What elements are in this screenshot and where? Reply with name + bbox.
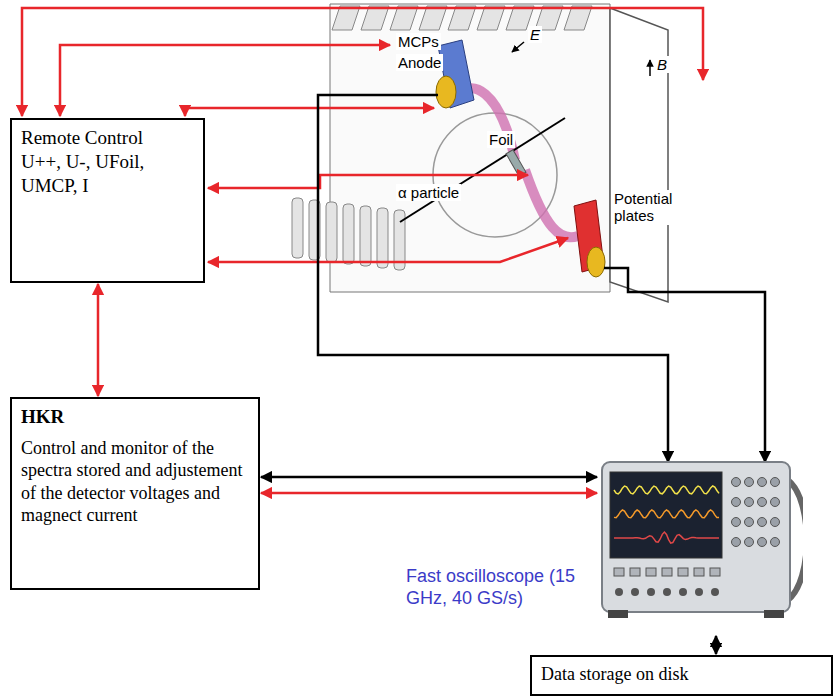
part-label: Foil	[487, 131, 515, 148]
side-fins-part	[343, 204, 354, 264]
detector-housing	[330, 4, 610, 292]
part-label: Anode	[396, 54, 443, 71]
potential-plate	[610, 8, 668, 302]
oscilloscope-illustration-part	[695, 588, 703, 596]
oscilloscope-illustration-part	[745, 518, 754, 527]
oscilloscope-illustration-part	[614, 510, 719, 518]
top-fins-part	[332, 6, 360, 30]
field-arrow	[649, 60, 651, 76]
oscilloscope-illustration-part	[602, 462, 790, 612]
oscilloscope-illustration-part	[647, 588, 655, 596]
top-fins-part	[361, 6, 389, 30]
oscilloscope-illustration-part	[646, 568, 656, 576]
top-fins-part	[390, 6, 418, 30]
oscilloscope-illustration-part	[608, 610, 628, 618]
top-fins-part	[477, 6, 505, 30]
oscilloscope-illustration-part	[663, 588, 671, 596]
oscilloscope-illustration-part	[745, 498, 754, 507]
box-heading: HKR	[21, 405, 249, 429]
oscilloscope-illustration-part	[679, 588, 687, 596]
oscilloscope-illustration-part	[711, 588, 719, 596]
oscilloscope-illustration-part	[771, 518, 780, 527]
oscilloscope-illustration-part	[771, 498, 780, 507]
oscilloscope-illustration-part	[678, 568, 688, 576]
control-wire	[22, 8, 703, 116]
oscilloscope-illustration-part	[614, 568, 624, 576]
connector-arrow	[715, 636, 718, 654]
field-arrow	[512, 42, 524, 52]
control-wire	[185, 108, 434, 116]
alpha-track	[400, 118, 565, 222]
oscilloscope-illustration-part	[631, 588, 639, 596]
oscilloscope-node: Fast oscilloscope (15 GHz, 40 GS/s)	[598, 440, 803, 635]
side-fins-part	[360, 206, 371, 266]
side-fins-part	[377, 208, 388, 268]
anode-symbol	[587, 247, 605, 277]
oscilloscope-illustration-part	[732, 538, 741, 547]
connector-arrow	[97, 284, 100, 396]
box-heading: Remote Control	[21, 126, 194, 150]
side-fins	[292, 198, 405, 270]
oscilloscope-illustration-part	[745, 478, 754, 487]
process-box: Data storage on disk	[530, 655, 833, 696]
anode-symbol	[436, 76, 456, 108]
oscilloscope-illustration-part	[732, 498, 741, 507]
process-box: HKR Control and monitor of the spectra st…	[10, 397, 260, 590]
oscilloscope-illustration-part	[758, 538, 767, 547]
part-label: α particle	[396, 184, 461, 201]
side-fins-part	[292, 198, 303, 258]
box-body: Control and monitor of the spectra store…	[21, 437, 249, 527]
top-fins-part	[448, 6, 476, 30]
oscilloscope-illustration-part	[758, 518, 767, 527]
control-wire	[208, 238, 568, 262]
signal-wires	[318, 95, 765, 462]
part-label: B	[655, 56, 669, 73]
top-fins-part	[564, 6, 592, 30]
signal-cable	[604, 268, 765, 462]
oscilloscope-illustration-part	[758, 478, 767, 487]
oscilloscope-illustration-part	[630, 568, 640, 576]
oscilloscope-illustration-part	[771, 478, 780, 487]
oscilloscope-illustration-part	[732, 518, 741, 527]
control-wire	[208, 175, 528, 188]
electron-trajectory	[525, 170, 578, 237]
oscilloscope-illustration-part	[614, 532, 719, 543]
side-fins-part	[326, 202, 337, 262]
oscilloscope-illustration-part	[610, 472, 722, 558]
oscilloscope-illustration-part	[694, 568, 704, 576]
oscilloscope-illustration-part	[764, 610, 784, 618]
control-wire	[60, 45, 390, 116]
connector-arrow	[261, 492, 597, 495]
oscilloscope-illustration	[598, 440, 803, 635]
oscilloscope-illustration-part	[710, 568, 720, 576]
part-label: E	[528, 26, 542, 43]
foil-symbol	[506, 150, 526, 177]
connector-arrow	[261, 476, 597, 479]
box-heading: Data storage on disk	[541, 663, 822, 686]
box-body: U++, U-, UFoil, UMCP, I	[21, 150, 194, 198]
part-label: Potential plates	[612, 190, 678, 225]
oscilloscope-illustration-part	[745, 538, 754, 547]
oscilloscope-illustration-part	[615, 588, 623, 596]
oscilloscope-illustration-part	[662, 568, 672, 576]
detector-illustration	[292, 4, 668, 302]
device-label: Fast oscilloscope (15 GHz, 40 GS/s)	[406, 566, 592, 609]
oscilloscope-illustration-part	[758, 498, 767, 507]
top-fins	[332, 6, 592, 30]
signal-cable	[318, 95, 668, 462]
part-label: MCPs	[396, 33, 441, 50]
oscilloscope-illustration-part	[614, 486, 719, 494]
process-box: Remote ControlU++, U-, UFoil, UMCP, I	[10, 118, 205, 283]
oscilloscope-illustration-part	[732, 478, 741, 487]
top-fins-part	[419, 6, 447, 30]
oscilloscope-illustration-part	[771, 538, 780, 547]
